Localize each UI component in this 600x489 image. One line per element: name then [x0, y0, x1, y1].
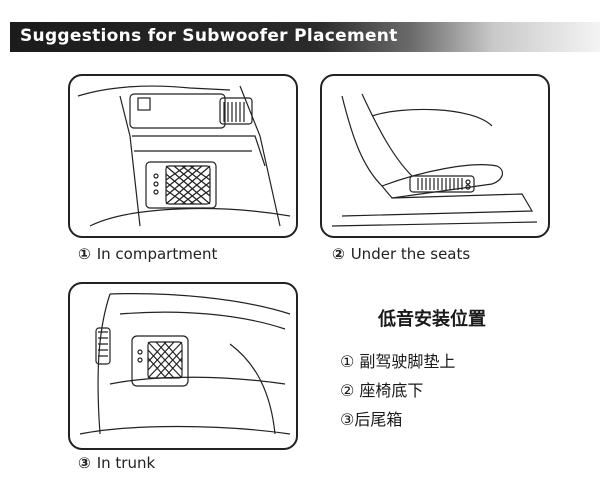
illustration-trunk — [68, 282, 298, 450]
seat-drawing — [331, 93, 538, 227]
caption-compartment: ① In compartment — [78, 245, 217, 263]
trunk-drawing — [79, 293, 291, 435]
caption-under-seats-label: Under the seats — [350, 245, 471, 263]
caption-trunk: ③ In trunk — [78, 454, 155, 472]
illustration-under-seats — [320, 74, 550, 238]
caption-trunk-label: In trunk — [96, 454, 156, 472]
chinese-item-2: ② 座椅底下 — [340, 381, 424, 400]
marker-3: ③ — [78, 454, 91, 472]
chinese-title: 低音安装位置 — [378, 309, 486, 330]
marker-2: ② — [332, 245, 345, 263]
caption-under-seats: ② Under the seats — [332, 245, 470, 263]
chinese-item-1: ① 副驾驶脚垫上 — [340, 352, 456, 371]
compartment-drawing — [77, 85, 291, 227]
page-title: Suggestions for Subwoofer Placement — [20, 26, 398, 46]
chinese-item-3: ③后尾箱 — [340, 410, 403, 429]
marker-1: ① — [78, 245, 91, 263]
caption-compartment-label: In compartment — [96, 245, 218, 263]
header-bar — [10, 22, 600, 52]
header-banner: Suggestions for Subwoofer Placement — [0, 0, 600, 62]
illustration-compartment — [68, 74, 298, 238]
